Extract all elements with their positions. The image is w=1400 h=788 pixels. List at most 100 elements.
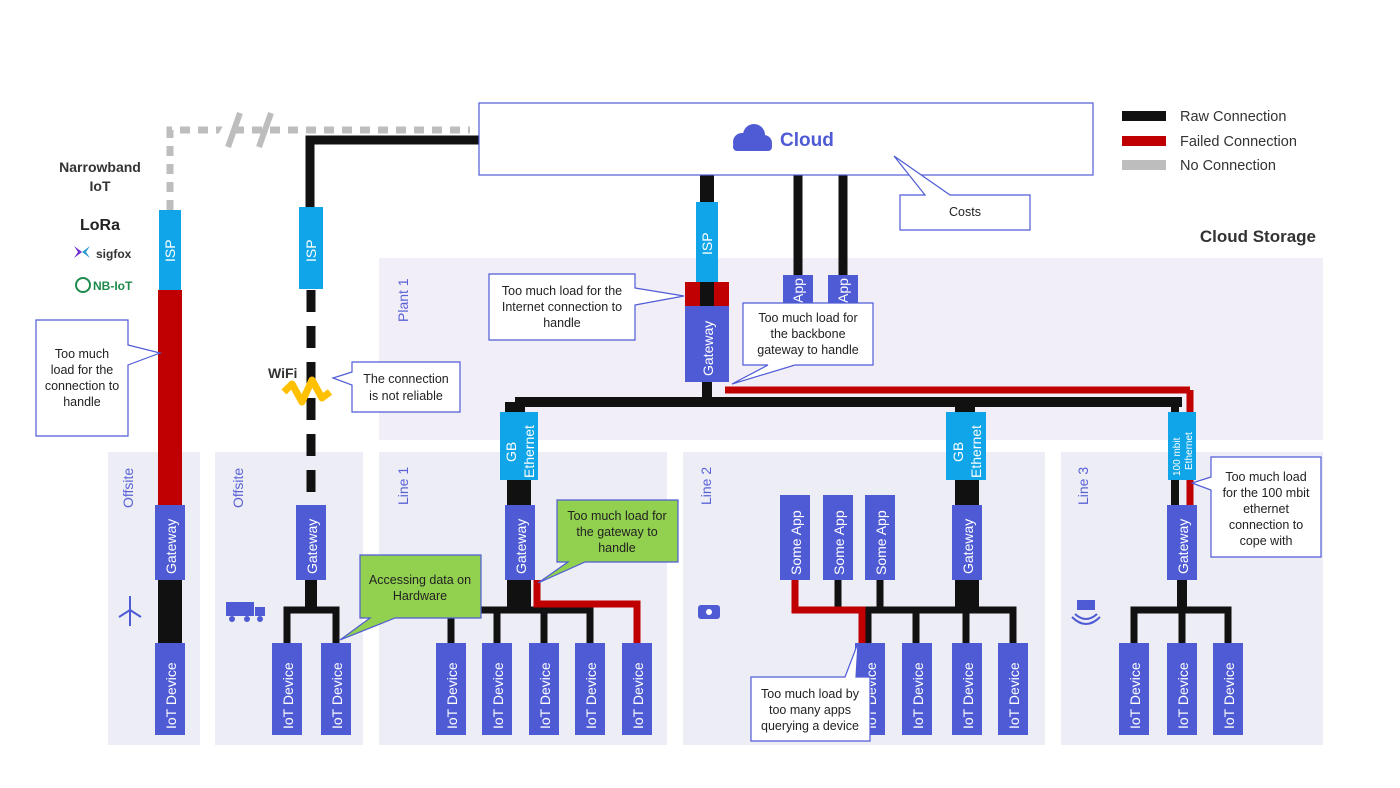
100mbit-label: 100 mbit [1172,437,1183,476]
zone-label-offsite-2: Offsite [230,468,246,508]
app-box-partial [828,275,858,303]
legend-swatch-none [1122,160,1166,170]
gateway-label: Gateway [960,519,976,574]
legend-label-none: No Connection [1180,158,1276,174]
callout-text: connection to [45,379,119,393]
iot-device-box [272,643,302,735]
truck-icon [226,602,265,622]
legend-swatch-failed [1122,136,1166,146]
some-app-label: Some App [873,510,889,575]
isp-box-plant [696,202,718,282]
callout-text: Too much load for [567,509,666,523]
cloud-label: Cloud [780,130,834,151]
some-app-box [823,495,853,580]
callout-text: Internet connection to [502,300,622,314]
callout-text: Too much load by [761,687,860,701]
callout-text: The connection [363,372,449,386]
ethernet-label: Ethernet [521,425,537,478]
legend-swatch-raw [1122,111,1166,121]
iot-device-label: IoT Device [537,662,553,729]
iot-device-box [952,643,982,735]
callout-apps-query: Too much load by too many apps querying … [750,642,871,742]
wifi-zigzag-icon [281,376,333,406]
some-app-box [865,495,895,580]
break-mark [256,112,274,148]
sigfox-logo: sigfox [96,247,132,261]
isp-box-narrowband [159,210,181,290]
zone-label-line2: Line 2 [698,467,714,505]
wire-isp-cloud [305,135,480,210]
gateway-label: Gateway [163,519,179,574]
gb-ethernet-box-line1 [500,412,538,480]
callout-text: Too much [55,347,109,361]
callout-text: the gateway to [576,525,657,539]
iot-device-box [482,643,512,735]
temperature-sensor-icon [1071,600,1101,625]
iot-devices: IoT Device IoT Device IoT Device IoT Dev… [155,643,1243,735]
zone-label-line3: Line 3 [1075,467,1091,505]
nbiot-icon [75,277,91,293]
isp-label: ISP [699,232,715,255]
iot-device-box [902,643,932,735]
sigfox-icon [74,246,90,258]
iot-device-label: IoT Device [329,662,345,729]
iot-device-box [998,643,1028,735]
iot-device-box [622,643,652,735]
iot-device-box [575,643,605,735]
isp-label: ISP [303,239,319,262]
callout-text: for the 100 mbit [1223,486,1310,500]
callout-text: Accessing data on [369,573,471,587]
failed-wire-app-1 [791,580,866,643]
cloud-box [478,102,1094,176]
gateway-label: Gateway [700,321,716,376]
100mbit-ethernet-box [1168,412,1196,480]
app-box-partial [783,275,813,303]
no-connection-wire [166,126,470,210]
callout-text: too many apps [769,703,851,717]
callout-accessing-data: Accessing data on Hardware [339,554,482,641]
callout-unreliable: The connection is not reliable [331,361,461,413]
callout-text: gateway to handle [757,343,859,357]
isp-label: ISP [162,239,178,262]
some-app-label: Some App [788,510,804,575]
wire-line2-bus [864,606,1017,643]
gateway-box-line3 [1167,505,1197,580]
gateway-label: Gateway [304,519,320,574]
iot-device-label: IoT Device [444,662,460,729]
iot-device-label: IoT Device [1006,662,1022,729]
iot-device-box [321,643,351,735]
gb-label: GB [503,442,519,462]
app-label-partial: App [835,278,851,303]
iot-device-box [1119,643,1149,735]
cloud-icon [733,124,772,151]
iot-device-label: IoT Device [490,662,506,729]
some-app-box [780,495,810,580]
iot-device-label: IoT Device [1221,662,1237,729]
callout-100mbit-load: Too much load for the 100 mbit ethernet … [1190,456,1322,558]
iot-device-box [529,643,559,735]
sensor-icon [698,605,720,619]
wifi-label: WiFi [268,365,297,381]
callout-internet-load: Too much load for the Internet connectio… [488,273,685,341]
callout-costs: Costs [893,155,1031,231]
break-mark [225,112,243,148]
callout-connection-load: Too much load for the connection to hand… [35,319,163,437]
gb-ethernet-box-line2 [946,412,986,480]
iot-device-label: IoT Device [910,662,926,729]
zone-label-plant: Plant 1 [395,278,411,322]
iot-device-label: IoT Device [280,662,296,729]
gateway-box-offsite1 [155,505,185,580]
wire-line1-bus [447,606,594,643]
failed-wire-line1 [533,580,641,643]
callout-text: handle [543,316,581,330]
iot-device-box [1213,643,1243,735]
callout-backbone: Too much load for the backbone gateway t… [731,302,874,385]
wind-turbine-icon [118,596,142,626]
legend-label-raw: Raw Connection [1180,109,1286,125]
narrowband-subtitle: IoT [90,178,111,194]
ethernet-label: Ethernet [968,425,984,478]
callout-text: Hardware [393,589,447,603]
gateway-box-line2 [952,505,982,580]
callout-text: handle [598,541,636,555]
